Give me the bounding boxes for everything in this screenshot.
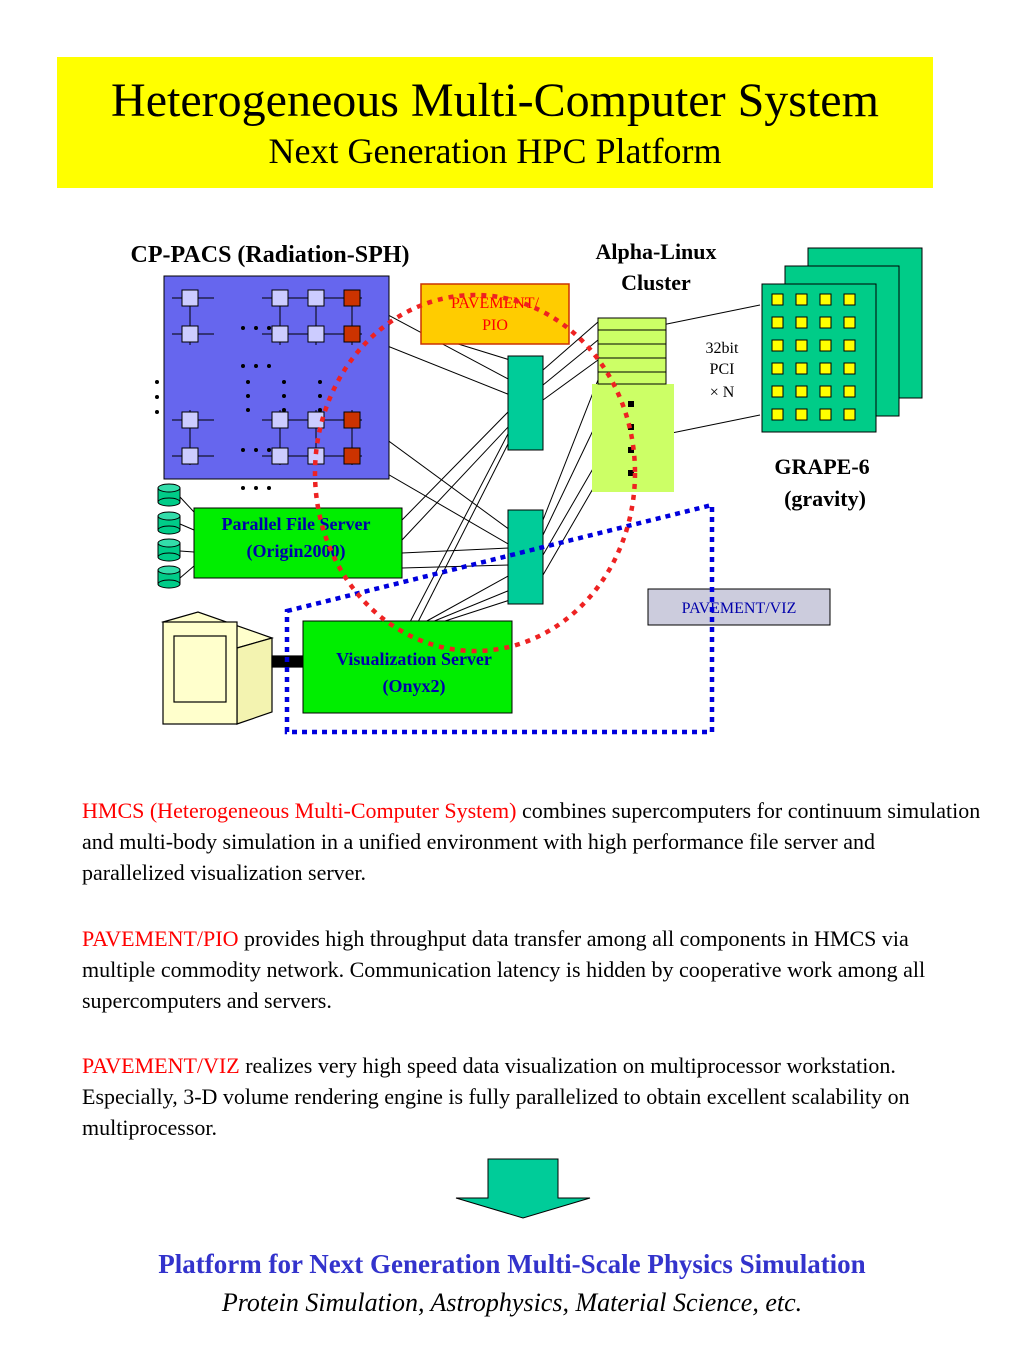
grape-chip [843, 362, 856, 375]
cluster-label-line1: Alpha-Linux [595, 239, 716, 264]
cppacs-label: CP-PACS (Radiation-SPH) [131, 242, 410, 268]
disk-icons [157, 483, 195, 589]
grape-chips [771, 293, 856, 421]
pavement-viz-box: PAVEMENT/VIZ [647, 588, 831, 626]
grape-chip [843, 316, 856, 329]
description-pio: PAVEMENT/PIO provides high throughput da… [82, 923, 982, 1016]
down-arrow-icon [455, 1158, 591, 1219]
description-hmcs: HMCS (Heterogeneous Multi-Computer Syste… [82, 795, 982, 888]
grape-chip [819, 293, 832, 306]
pavement-pio-scope [312, 292, 638, 654]
alpha-linux-cluster: Alpha-Linux Cluster [592, 239, 717, 492]
pio-text: provides high throughput data transfer a… [82, 926, 926, 1013]
footer-title: Platform for Next Generation Multi-Scale… [158, 1249, 866, 1279]
ellipsis-dots [155, 326, 322, 490]
cppacs-block: CP-PACS (Radiation-SPH) [131, 242, 410, 490]
grape-chip [771, 385, 784, 398]
viz-server-label: Visualization Server [336, 649, 492, 669]
disk-icon [157, 483, 181, 507]
grape-label-line2: (gravity) [784, 486, 866, 511]
cluster-label-line2: Cluster [621, 270, 691, 295]
grape6-boards: GRAPE-6 (gravity) [761, 247, 923, 511]
grape-chip [843, 385, 856, 398]
footer-subtitle: Protein Simulation, Astrophysics, Materi… [221, 1288, 803, 1317]
grape-chip [819, 339, 832, 352]
description-viz: PAVEMENT/VIZ realizes very high speed da… [82, 1050, 982, 1143]
file-server: Parallel File Server (Origin2000) [193, 507, 403, 579]
title-banner: Heterogeneous Multi-Computer System Next… [57, 57, 933, 188]
grape-chip [795, 362, 808, 375]
grape-chip [771, 293, 784, 306]
grape-chip [795, 339, 808, 352]
grape-chip [771, 339, 784, 352]
network-switch-upper [507, 355, 544, 451]
grape-chip [819, 362, 832, 375]
grape-chip [819, 408, 832, 421]
hmcs-text: combines supercomputers for continuum si… [82, 798, 981, 885]
pci-label-line2: PCI [710, 361, 735, 378]
pio-highlight: PAVEMENT/PIO [82, 926, 239, 951]
grape-chip [771, 362, 784, 375]
grape-chip [795, 316, 808, 329]
network-links [359, 299, 761, 623]
page-title: Heterogeneous Multi-Computer System [111, 74, 879, 127]
hmcs-highlight: HMCS (Heterogeneous Multi-Computer Syste… [82, 798, 517, 823]
pci-label: 32bit PCI × N [706, 340, 739, 401]
pio-label-line2: PIO [482, 317, 508, 334]
pci-label-line3: × N [710, 384, 735, 401]
grape-chip [819, 316, 832, 329]
disk-icon [157, 538, 181, 562]
visualization-server: Visualization Server (Onyx2) [302, 620, 513, 714]
viz-highlight: PAVEMENT/VIZ [82, 1053, 240, 1078]
disk-icon [157, 511, 181, 535]
grape-chip [843, 339, 856, 352]
grape-chip [843, 408, 856, 421]
disk-icon [157, 565, 181, 589]
file-server-model: (Origin2000) [247, 541, 346, 562]
grape-chip [843, 293, 856, 306]
grape-label-line1: GRAPE-6 [774, 454, 869, 479]
pavement-viz-label: PAVEMENT/VIZ [682, 600, 797, 617]
network-switch-lower [507, 509, 544, 605]
cppacs-nodes [181, 289, 361, 465]
grape-chip [795, 408, 808, 421]
system-diagram: CP-PACS (Radiation-SPH) Parallel File Se… [131, 239, 923, 735]
grape-chip [771, 408, 784, 421]
monitor-icon [161, 611, 305, 725]
grape-chip [819, 385, 832, 398]
grape-chip [795, 293, 808, 306]
viz-server-model: (Onyx2) [383, 676, 446, 697]
file-server-label: Parallel File Server [222, 514, 371, 534]
pavement-viz-scope [284, 502, 715, 735]
grape-chip [795, 385, 808, 398]
pci-label-line1: 32bit [706, 340, 739, 357]
grape-chip [771, 316, 784, 329]
viz-text: realizes very high speed data visualizat… [82, 1053, 910, 1140]
page-subtitle: Next Generation HPC Platform [268, 131, 722, 171]
